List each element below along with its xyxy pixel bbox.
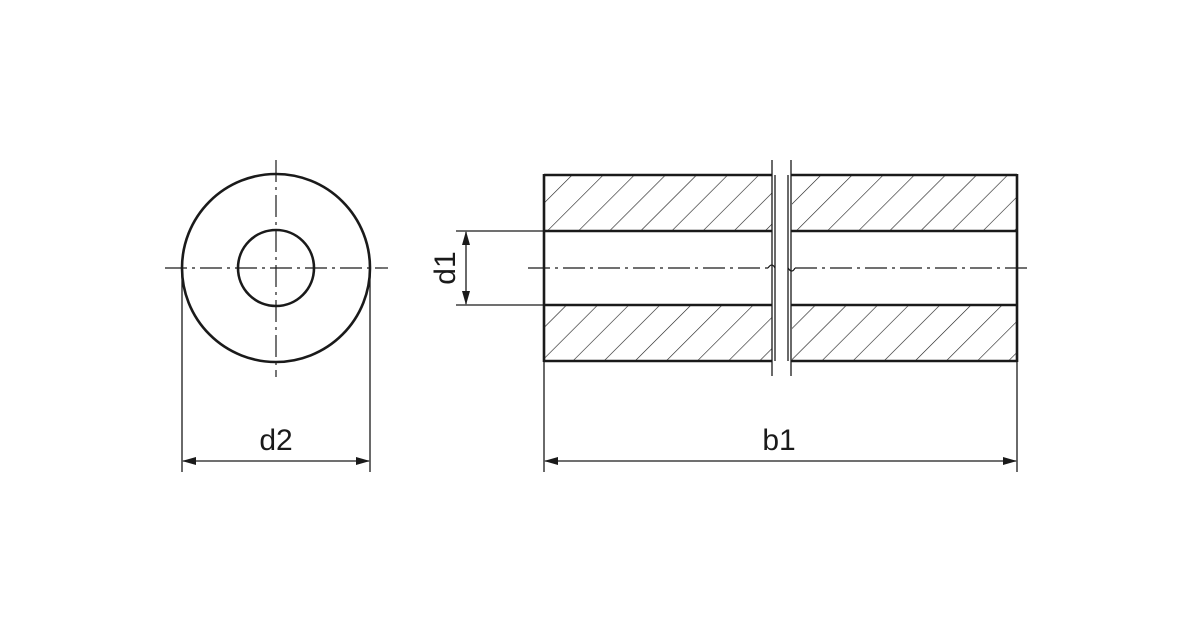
d1-dimension: d1 [429, 230, 544, 306]
top-wall-right-hatch [792, 175, 1016, 231]
end-view [165, 160, 388, 377]
d2-dimension: d2 [181, 268, 371, 472]
d1-label: d1 [429, 251, 462, 284]
d2-label: d2 [259, 424, 292, 457]
bottom-wall-left-hatch [545, 305, 772, 361]
centerline-break-mark [767, 264, 796, 272]
b1-label: b1 [762, 424, 795, 457]
section-view [528, 160, 1032, 376]
b1-dimension: b1 [543, 362, 1018, 472]
top-wall-left-hatch [545, 175, 772, 231]
bottom-wall-right-hatch [792, 305, 1016, 361]
